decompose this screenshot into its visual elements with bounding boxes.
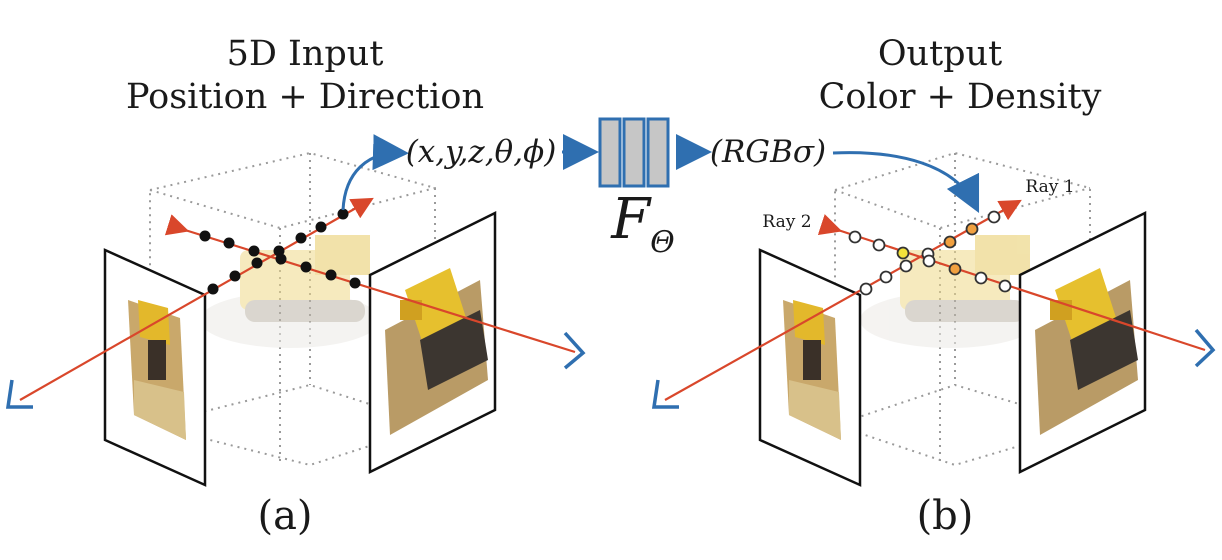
mlp-network-icon: [562, 117, 712, 188]
image-plane-left-a: [103, 248, 207, 487]
image-plane-left-b: [758, 248, 862, 487]
panel-a-caption: (a): [257, 493, 313, 539]
panel-b-caption: (b): [916, 493, 974, 539]
ray-1-label: Ray 1: [1025, 177, 1075, 197]
output-arrow-b: [832, 151, 980, 214]
image-plane-right-a: [368, 210, 497, 475]
panel-b: [651, 151, 1216, 487]
image-plane-right-b: [1018, 210, 1147, 475]
voxel-box-b: [834, 151, 1091, 467]
network-F: F: [611, 187, 651, 252]
output-tuple-label: (RGBσ): [709, 134, 827, 170]
lego-bulldozer-ghost-b: [860, 235, 1040, 348]
ray-endcaps-a: [5, 331, 586, 409]
panel-b-title-line2: Color + Density: [818, 77, 1102, 117]
panel-b-title-line1: Output: [877, 34, 1003, 74]
panel-a: [5, 134, 586, 487]
ray-2-label: Ray 2: [762, 212, 812, 232]
sample-points-a: [199, 208, 361, 295]
lookup-arrow-a: [341, 134, 409, 211]
sample-points-b: [848, 210, 1012, 296]
input-tuple-label: (x,y,z,θ,ϕ): [405, 134, 557, 170]
panel-a-title-line1: 5D Input: [226, 34, 384, 74]
network-function-label: FΘ: [598, 190, 688, 273]
lego-bulldozer-ghost-a: [200, 235, 380, 348]
ray-endcaps-b: [651, 328, 1216, 409]
network-theta: Θ: [650, 225, 675, 260]
panel-a-title-line2: Position + Direction: [126, 77, 484, 117]
